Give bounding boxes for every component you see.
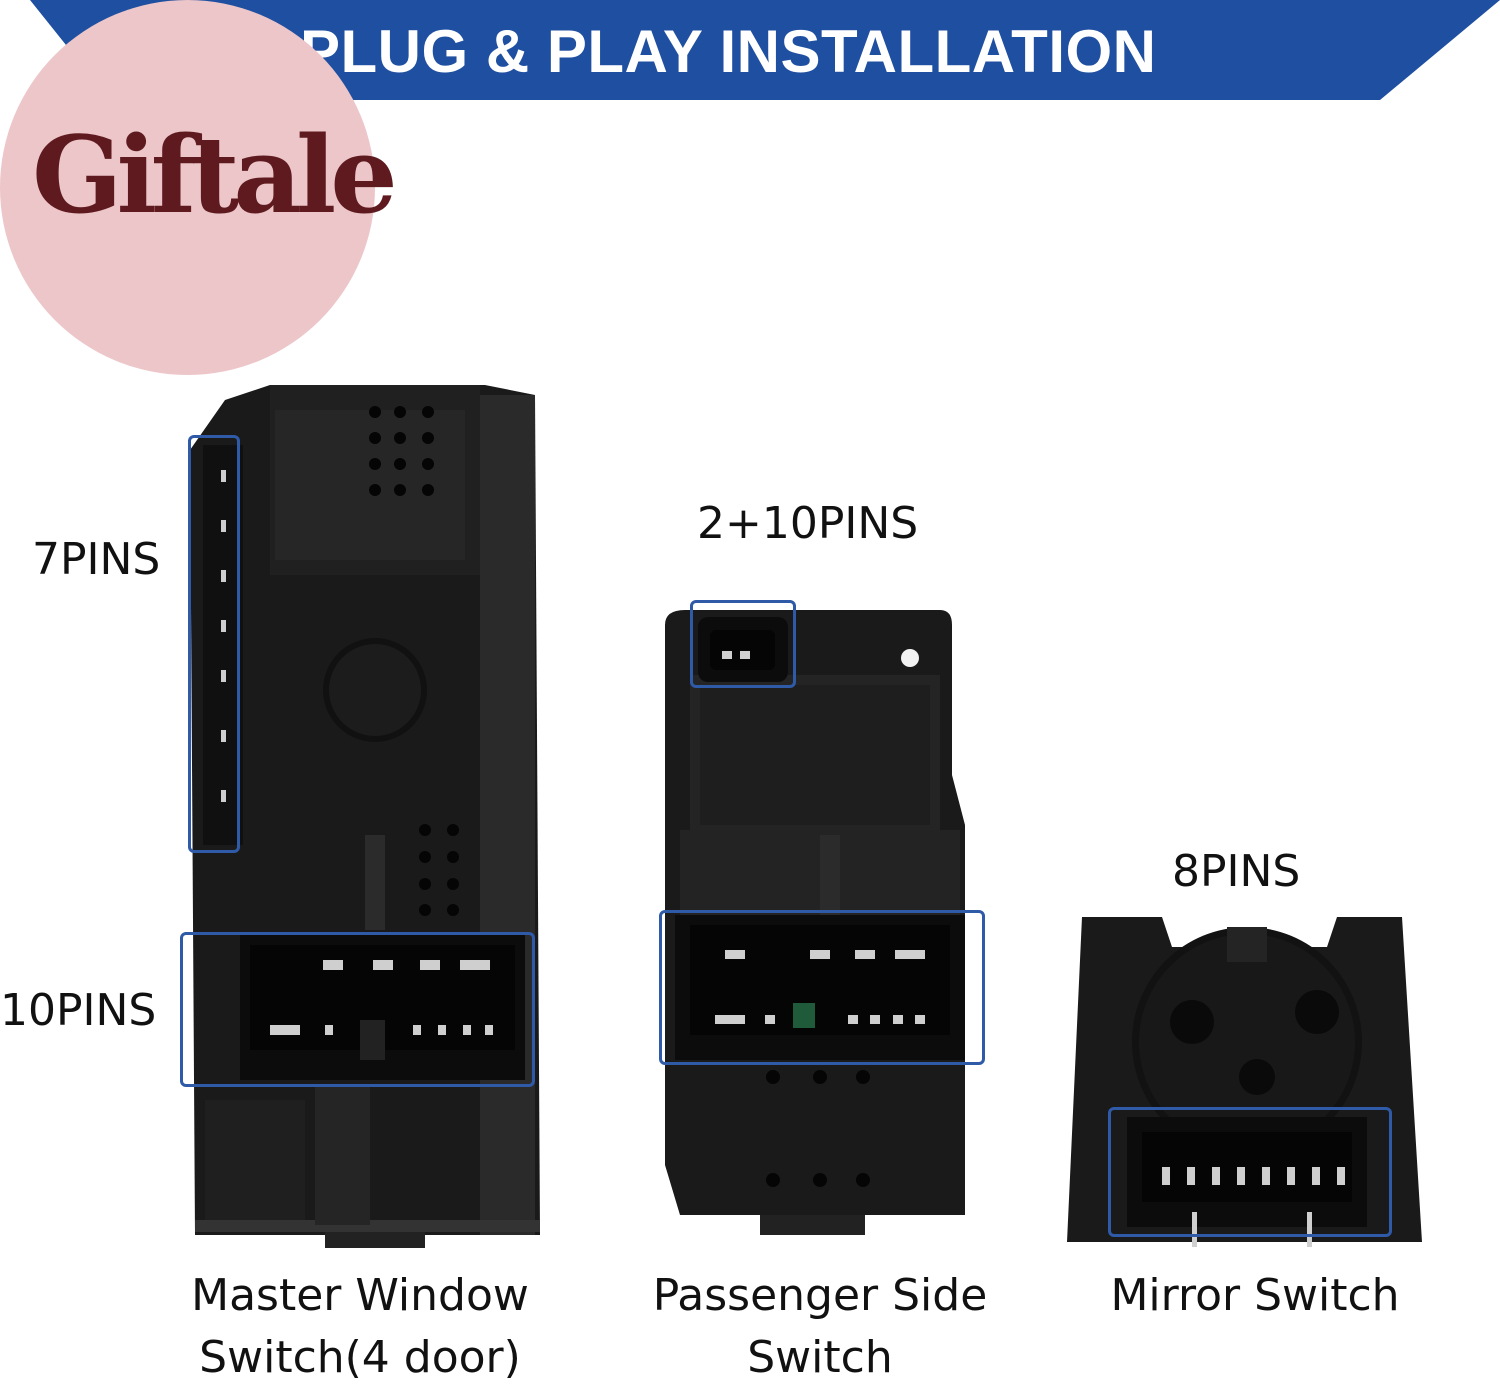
mirror-switch-image: [1067, 917, 1422, 1247]
seven-pin-highlight: [188, 435, 240, 853]
passenger-caption-line2: Switch: [747, 1332, 893, 1383]
mirror-switch-caption: Mirror Switch: [1110, 1270, 1400, 1321]
banner-title: PLUG & PLAY INSTALLATION: [300, 18, 1157, 85]
master-ten-pins-label: 10PINS: [0, 985, 157, 1036]
header-banner: [30, 0, 1500, 100]
two-plus-ten-pins-label: 2+10PINS: [697, 498, 919, 549]
passenger-ten-pin-highlight: [659, 910, 985, 1065]
passenger-caption-line1: Passenger Side: [652, 1270, 988, 1321]
master-window-caption-line1: Master Window: [191, 1270, 529, 1321]
two-pin-highlight: [690, 600, 796, 688]
master-window-caption-line2: Switch(4 door): [199, 1332, 521, 1383]
master-ten-pin-highlight: [180, 932, 535, 1087]
brand-logo-text: Giftale: [32, 112, 398, 237]
brand-logo-circle: Giftale: [0, 0, 398, 375]
master-window-switch-image: [190, 385, 540, 1248]
eight-pin-highlight: [1108, 1107, 1392, 1237]
seven-pins-label: 7PINS: [32, 534, 161, 585]
eight-pins-label: 8PINS: [1172, 846, 1301, 897]
